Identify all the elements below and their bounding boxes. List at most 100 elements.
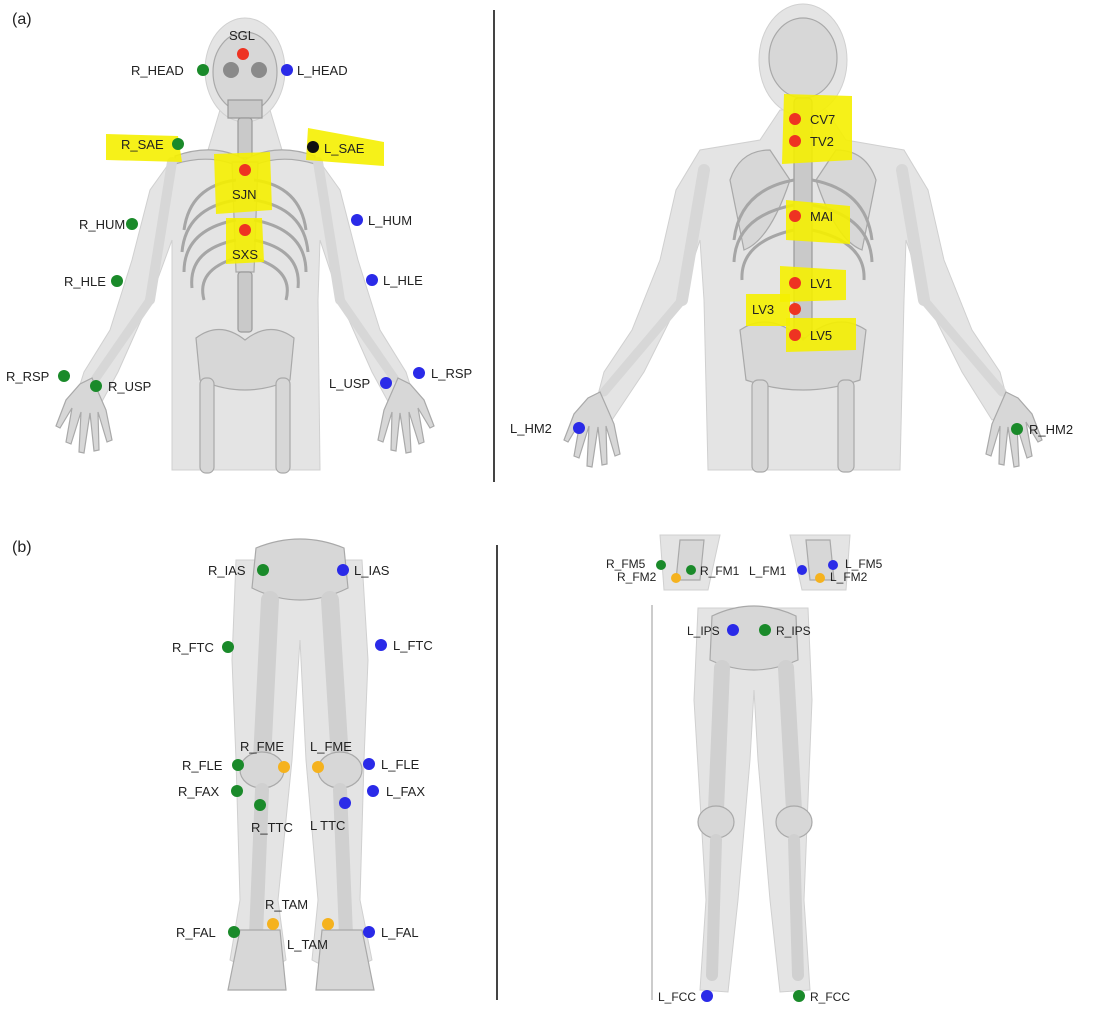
marker-dot-R_FM2 — [671, 573, 681, 583]
marker-dot-R_HUM — [126, 218, 138, 230]
marker-dot-R_HEAD — [197, 64, 209, 76]
label-L_HLE: L_HLE — [383, 273, 423, 288]
marker-dot-LV1 — [789, 277, 801, 289]
marker-dot-LV3 — [789, 303, 801, 315]
label-L_USP: L_USP — [329, 376, 370, 391]
marker-dot-L_HUM — [351, 214, 363, 226]
marker-dot-CV7 — [789, 113, 801, 125]
marker-dot-R_SAE — [172, 138, 184, 150]
marker-dot-L_TAM — [322, 918, 334, 930]
label-R_FAX: R_FAX — [178, 784, 220, 799]
label-R_FCC: R_FCC — [810, 990, 850, 1004]
marker-dot-R_IAS — [257, 564, 269, 576]
label-L_FLE: L_FLE — [381, 757, 420, 772]
marker-dot-L_HEAD — [281, 64, 293, 76]
label-L_FCC: L_FCC — [658, 990, 696, 1004]
marker-dot-R_TAM — [267, 918, 279, 930]
label-L_TTC: L TTC — [310, 818, 345, 833]
panel-label-b: (b) — [12, 539, 32, 556]
label-TV2: TV2 — [810, 134, 834, 149]
label-L_FAX: L_FAX — [386, 784, 425, 799]
marker-dot-L_FAL — [363, 926, 375, 938]
marker-dot-LV5 — [789, 329, 801, 341]
label-R_TAM: R_TAM — [265, 897, 308, 912]
marker-dot-R_IPS — [759, 624, 771, 636]
label-R_FAL: R_FAL — [176, 925, 216, 940]
label-R_TTC: R_TTC — [251, 820, 293, 835]
marker-dot-R_HLE — [111, 275, 123, 287]
label-R_HEAD: R_HEAD — [131, 63, 184, 78]
marker-dot-R_FTC — [222, 641, 234, 653]
label-R_FLE: R_FLE — [182, 758, 223, 773]
marker-dot-L_RSP — [413, 367, 425, 379]
label-LV1: LV1 — [810, 276, 832, 291]
label-L_FME: L_FME — [310, 739, 352, 754]
label-CV7: CV7 — [810, 112, 835, 127]
marker-dot-L_HM2 — [573, 422, 585, 434]
label-R_HUM: R_HUM — [79, 217, 125, 232]
label-L_RSP: L_RSP — [431, 366, 472, 381]
marker-dot-R_FAX — [231, 785, 243, 797]
label-L_HEAD: L_HEAD — [297, 63, 348, 78]
marker-dot-L_SAE — [307, 141, 319, 153]
marker-dot-L_FCC — [701, 990, 713, 1002]
label-R_FTC: R_FTC — [172, 640, 214, 655]
label-R_IAS: R_IAS — [208, 563, 246, 578]
marker-dot-R_HM2 — [1011, 423, 1023, 435]
panel-label-a: (a) — [12, 11, 32, 28]
label-L_IAS: L_IAS — [354, 563, 390, 578]
label-R_HLE: R_HLE — [64, 274, 106, 289]
label-L_IPS: L_IPS — [687, 624, 720, 638]
label-MAI: MAI — [810, 209, 833, 224]
label-SJN: SJN — [232, 187, 257, 202]
marker-dot-L_FTC — [375, 639, 387, 651]
marker-dot-R_FLE — [232, 759, 244, 771]
label-L_FM5: L_FM5 — [845, 557, 883, 571]
marker-dot-TV2 — [789, 135, 801, 147]
label-L_FTC: L_FTC — [393, 638, 433, 653]
marker-dot-SXS — [239, 224, 251, 236]
label-L_FM2: L_FM2 — [830, 570, 868, 584]
marker-dot-L_FM2 — [815, 573, 825, 583]
marker-dot-L_FLE — [363, 758, 375, 770]
marker-dot-R_FME — [278, 761, 290, 773]
marker-dot-L_USP — [380, 377, 392, 389]
label-L_TAM: L_TAM — [287, 937, 328, 952]
marker-dot-L_IPS — [727, 624, 739, 636]
marker-dot-L_FME — [312, 761, 324, 773]
label-L_SAE: L_SAE — [324, 141, 365, 156]
label-R_SAE: R_SAE — [121, 137, 164, 152]
label-R_FM5: R_FM5 — [606, 557, 646, 571]
marker-dot-L_FM1 — [797, 565, 807, 575]
label-L_HUM: L_HUM — [368, 213, 412, 228]
label-SGL: SGL — [229, 28, 255, 43]
label-R_RSP: R_RSP — [6, 369, 49, 384]
marker-dot-R_FAL — [228, 926, 240, 938]
marker-dot-L_HLE — [366, 274, 378, 286]
label-R_USP: R_USP — [108, 379, 151, 394]
marker-dot-R_TTC — [254, 799, 266, 811]
label-L_FAL: L_FAL — [381, 925, 419, 940]
label-SXS: SXS — [232, 247, 258, 262]
marker-dot-R_RSP — [58, 370, 70, 382]
anterior-lower-body-illustration — [228, 539, 374, 990]
marker-dot-R_USP — [90, 380, 102, 392]
marker-dot-R_FCC — [793, 990, 805, 1002]
label-R_FM2: R_FM2 — [617, 570, 657, 584]
marker-dot-L_FM5 — [828, 560, 838, 570]
label-LV3: LV3 — [752, 302, 774, 317]
marker-dot-L_TTC — [339, 797, 351, 809]
marker-dot-L_IAS — [337, 564, 349, 576]
marker-dot-SGL — [237, 48, 249, 60]
label-LV5: LV5 — [810, 328, 832, 343]
marker-dot-SJN — [239, 164, 251, 176]
label-R_FME: R_FME — [240, 739, 284, 754]
label-R_HM2: R_HM2 — [1029, 422, 1073, 437]
marker-dot-R_FM1 — [686, 565, 696, 575]
marker-dot-MAI — [789, 210, 801, 222]
label-L_FM1: L_FM1 — [749, 564, 787, 578]
label-R_IPS: R_IPS — [776, 624, 811, 638]
marker-dot-L_FAX — [367, 785, 379, 797]
label-L_HM2: L_HM2 — [510, 421, 552, 436]
